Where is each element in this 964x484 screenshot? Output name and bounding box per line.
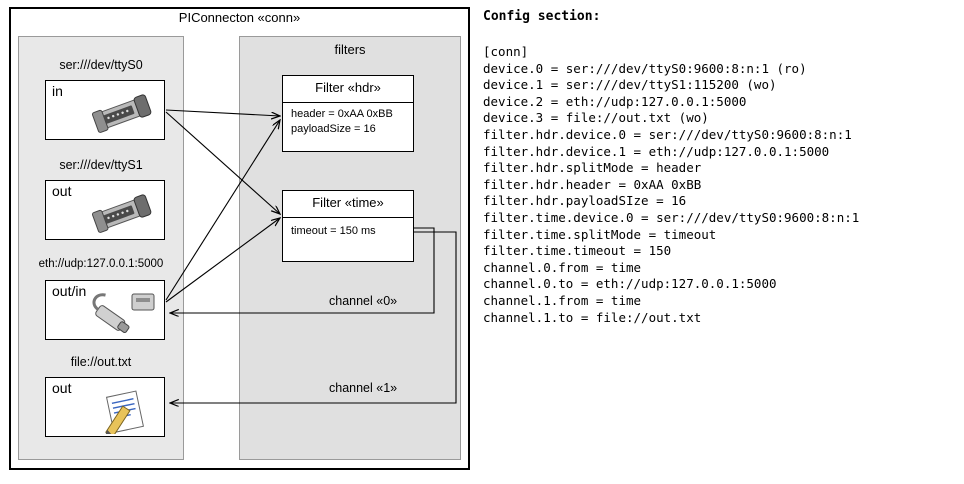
filter-prop-hdr-payload: payloadSize = 16 xyxy=(291,123,376,135)
filters-panel-title: filters xyxy=(334,42,366,57)
serial-port-icon xyxy=(84,191,160,237)
device-card-eth[interactable]: out/in xyxy=(45,280,165,340)
device-label-ttyS0: ser:///dev/ttyS0 xyxy=(59,58,143,72)
device-label-ttyS1: ser:///dev/ttyS1 xyxy=(59,158,143,172)
filter-title-time: Filter «time» xyxy=(312,195,384,210)
device-card-ttyS0[interactable]: in xyxy=(45,80,165,140)
config-section-text: [conn] device.0 = ser:///dev/ttyS0:9600:… xyxy=(483,44,860,325)
device-card-ttyS1[interactable]: out xyxy=(45,180,165,240)
device-label-eth: eth://udp:127.0.0.1:5000 xyxy=(38,258,164,270)
filter-prop-time-timeout: timeout = 150 ms xyxy=(291,225,376,237)
device-label-file: file://out.txt xyxy=(70,355,132,369)
filter-box-time[interactable]: Filter «time» timeout = 150 ms xyxy=(282,190,414,262)
serial-port-icon xyxy=(84,91,160,137)
filter-box-hdr[interactable]: Filter «hdr» header = 0xAA 0xBB payloadS… xyxy=(282,75,414,152)
config-section-title: Config section: xyxy=(483,9,601,24)
device-caption-eth: out/in xyxy=(52,283,87,299)
text-file-icon xyxy=(84,388,160,438)
device-caption-file: out xyxy=(52,380,72,396)
filter-prop-hdr-header: header = 0xAA 0xBB xyxy=(291,108,393,120)
network-plug-icon xyxy=(86,292,162,338)
device-caption-ttyS1: out xyxy=(52,183,72,199)
device-card-file[interactable]: out xyxy=(45,377,165,438)
device-caption-ttyS0: in xyxy=(52,83,63,99)
filter-title-hdr: Filter «hdr» xyxy=(315,80,381,95)
outer-box-title: PIConnecton «conn» xyxy=(178,10,301,25)
channel-label-1: channel «1» xyxy=(329,381,398,395)
channel-label-0: channel «0» xyxy=(329,294,398,308)
